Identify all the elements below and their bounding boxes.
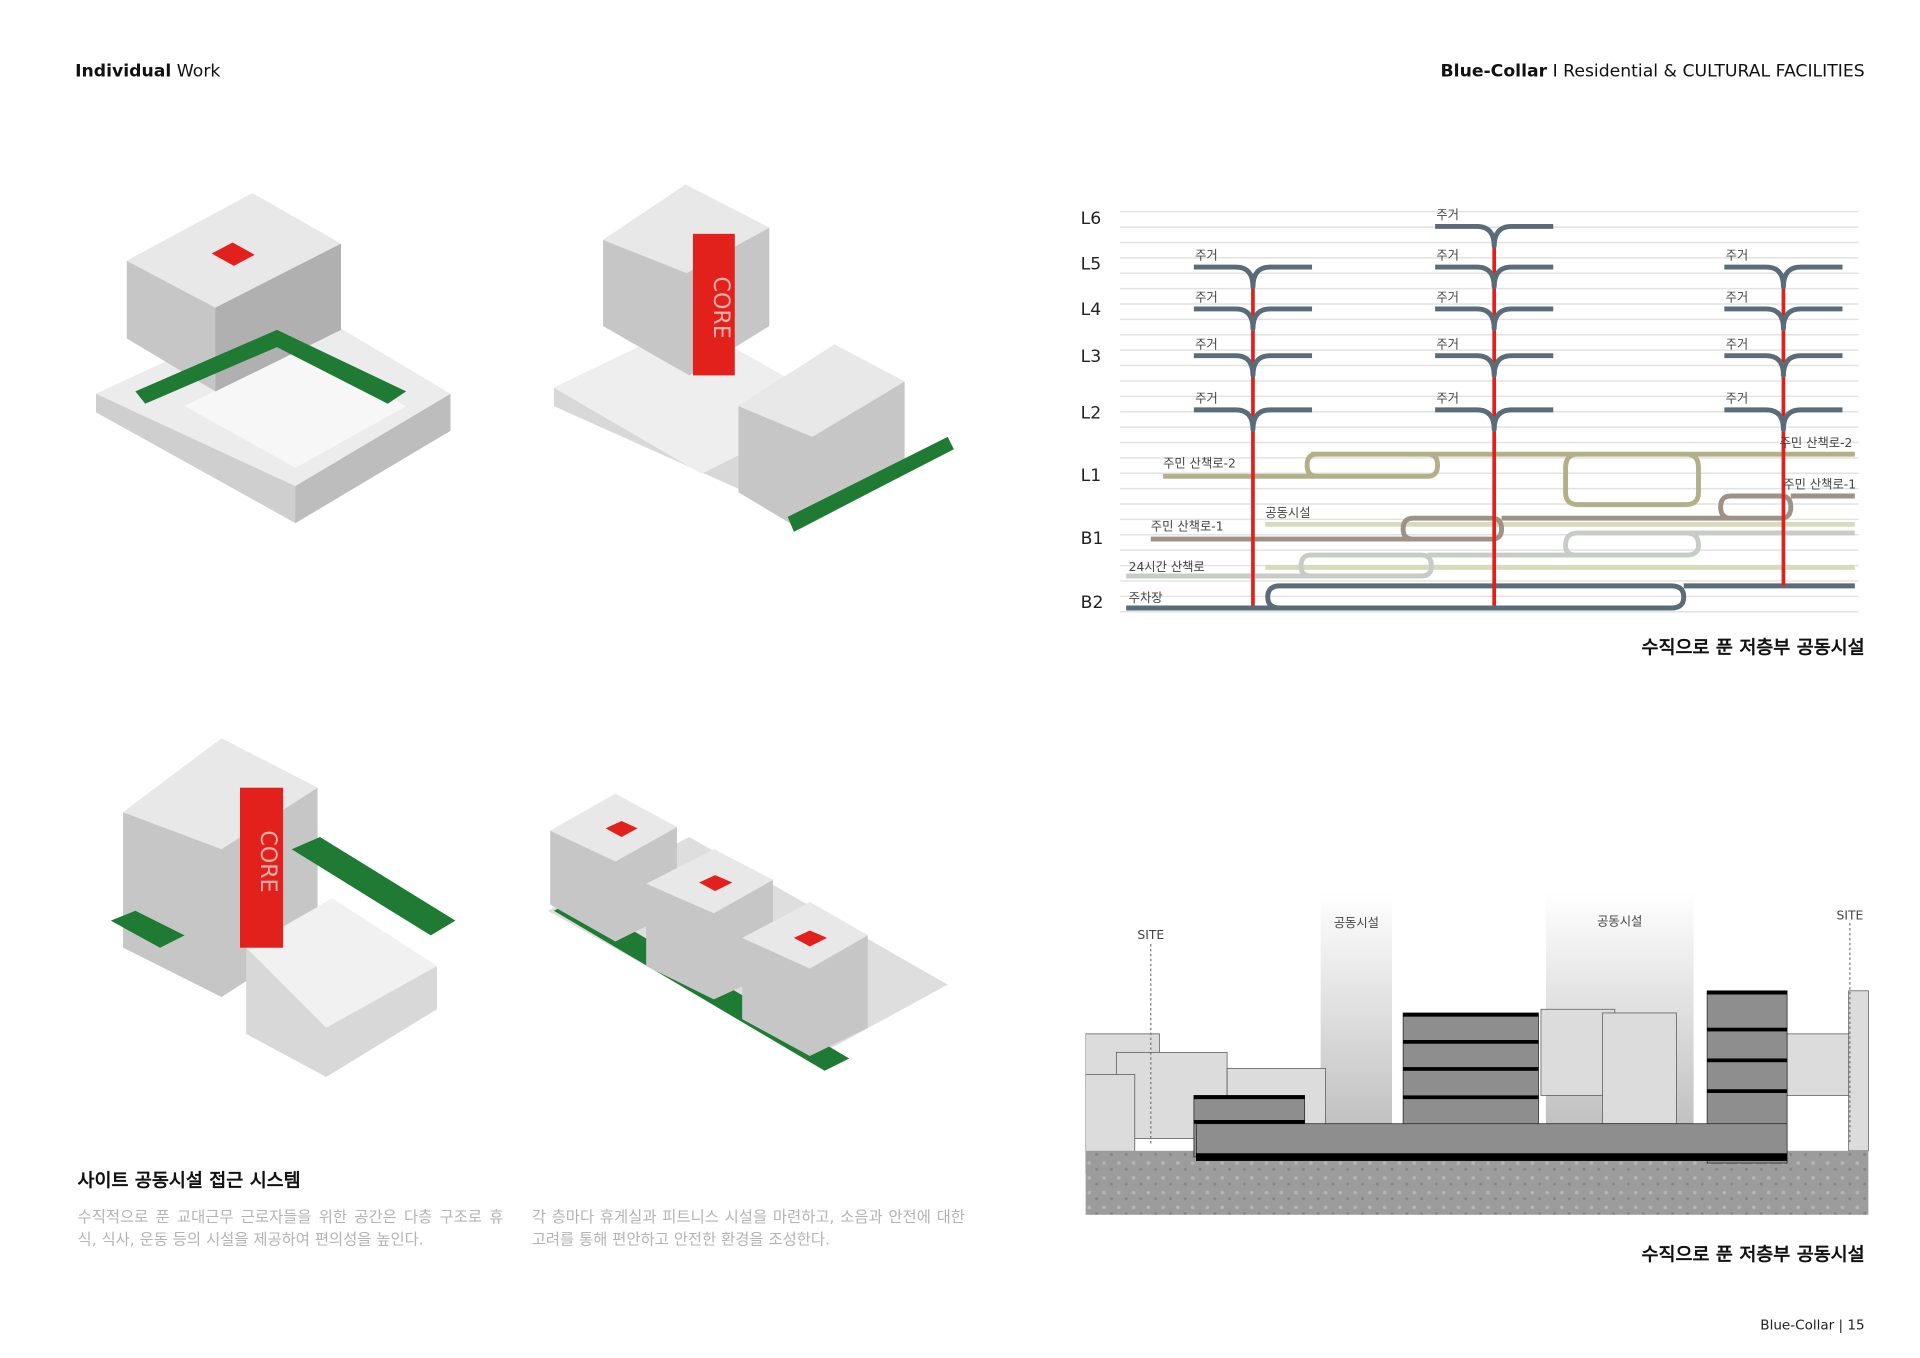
core-label: CORE: [708, 277, 734, 339]
isometric-1: [96, 193, 451, 524]
housing-label: 주거: [1436, 208, 1459, 222]
footer-project: Blue-Collar: [1760, 1316, 1835, 1333]
diagram-caption: 수직으로 푼 저층부 공동시설: [1641, 636, 1865, 659]
label-resident-walk-2: 주민 산책로-2: [1163, 456, 1236, 471]
title-separator: I: [1547, 61, 1564, 82]
housing-label: 주거: [1436, 337, 1459, 351]
page-number: 15: [1847, 1316, 1865, 1333]
housing-branches: [1193, 224, 1843, 433]
housing-label: 주거: [1726, 337, 1749, 351]
project-name: Blue-Collar: [1440, 61, 1548, 82]
core-label: CORE: [255, 830, 281, 892]
housing-label: 주거: [1726, 249, 1749, 263]
level-label: L6: [1081, 209, 1102, 229]
resident-walk-1-path: [1150, 493, 1855, 542]
label-resident-walk-2-right: 주민 산책로-2: [1780, 435, 1853, 450]
shared-facility-path: [1265, 521, 1855, 570]
section-label-bold: Individual: [75, 61, 172, 82]
description-column-2: 각 층마다 휴게실과 피트니스 시설을 마련하고, 소음과 안전에 대한 고려를…: [531, 1207, 965, 1249]
core-lines: [1251, 246, 1786, 606]
housing-label: 주거: [1436, 249, 1459, 263]
site-label-right: SITE: [1837, 908, 1864, 922]
level-label: B1: [1081, 529, 1104, 549]
label-walk-24h: 24시간 산책로: [1129, 559, 1205, 574]
label-resident-walk-1-right: 주민 산책로-1: [1783, 477, 1856, 492]
level-label: L5: [1081, 255, 1102, 275]
housing-label: 주거: [1195, 249, 1218, 263]
description-column-1: 수직적으로 푼 교대근무 근로자들을 위한 공간은 다층 구조로 휴식, 식사,…: [77, 1207, 504, 1249]
level-label: B2: [1081, 593, 1104, 613]
project-title: Blue-Collar I Residential & CULTURAL FAC…: [1441, 62, 1865, 82]
section-caption: 수직으로 푼 저층부 공동시설: [1641, 1243, 1865, 1266]
label-resident-walk-1: 주민 산책로-1: [1151, 518, 1224, 533]
isometric-3: CORE: [110, 738, 456, 1077]
site-label-left: SITE: [1137, 928, 1164, 942]
isometric-diagrams: CORE CORE: [96, 184, 954, 1077]
slab-lines: [1193, 990, 1788, 1161]
housing-label: 주거: [1195, 391, 1218, 405]
walk-24h-path: [1126, 530, 1855, 579]
level-label: L2: [1081, 403, 1102, 423]
level-label: L4: [1081, 300, 1102, 320]
resident-walk-2-path: [1163, 451, 1855, 508]
level-label: L1: [1081, 466, 1102, 486]
housing-label: 주거: [1436, 391, 1459, 405]
section-heading: 사이트 공동시설 접근 시스템: [77, 1169, 301, 1192]
level-label: L3: [1081, 347, 1102, 367]
section-drawing: SITE SITE 공동시설 공동시설: [1085, 892, 1869, 1215]
section-label: Individual Work: [75, 62, 220, 82]
housing-label: 주거: [1195, 337, 1218, 351]
shared-facility-label-1: 공동시설: [1334, 916, 1379, 930]
housing-label: 주거: [1726, 291, 1749, 305]
shared-zone-band-1: [1320, 892, 1393, 1139]
parking-path: [1126, 583, 1855, 611]
core-tower: [692, 233, 735, 376]
isometric-4: [547, 793, 948, 1071]
project-subtitle: Residential & CULTURAL FACILITIES: [1563, 61, 1865, 82]
housing-label: 주거: [1726, 391, 1749, 405]
section-label-rest: Work: [171, 61, 221, 82]
page-footer: Blue-Collar | 15: [1760, 1317, 1864, 1333]
housing-label: 주거: [1195, 291, 1218, 305]
label-shared-facility: 공동시설: [1265, 506, 1310, 520]
core-top-icon: [211, 242, 255, 266]
housing-label: 주거: [1436, 291, 1459, 305]
shared-facility-label-2: 공동시설: [1597, 915, 1642, 929]
label-parking: 주차장: [1129, 591, 1163, 605]
isometric-2: CORE: [553, 184, 954, 532]
footer-separator: |: [1834, 1316, 1848, 1333]
